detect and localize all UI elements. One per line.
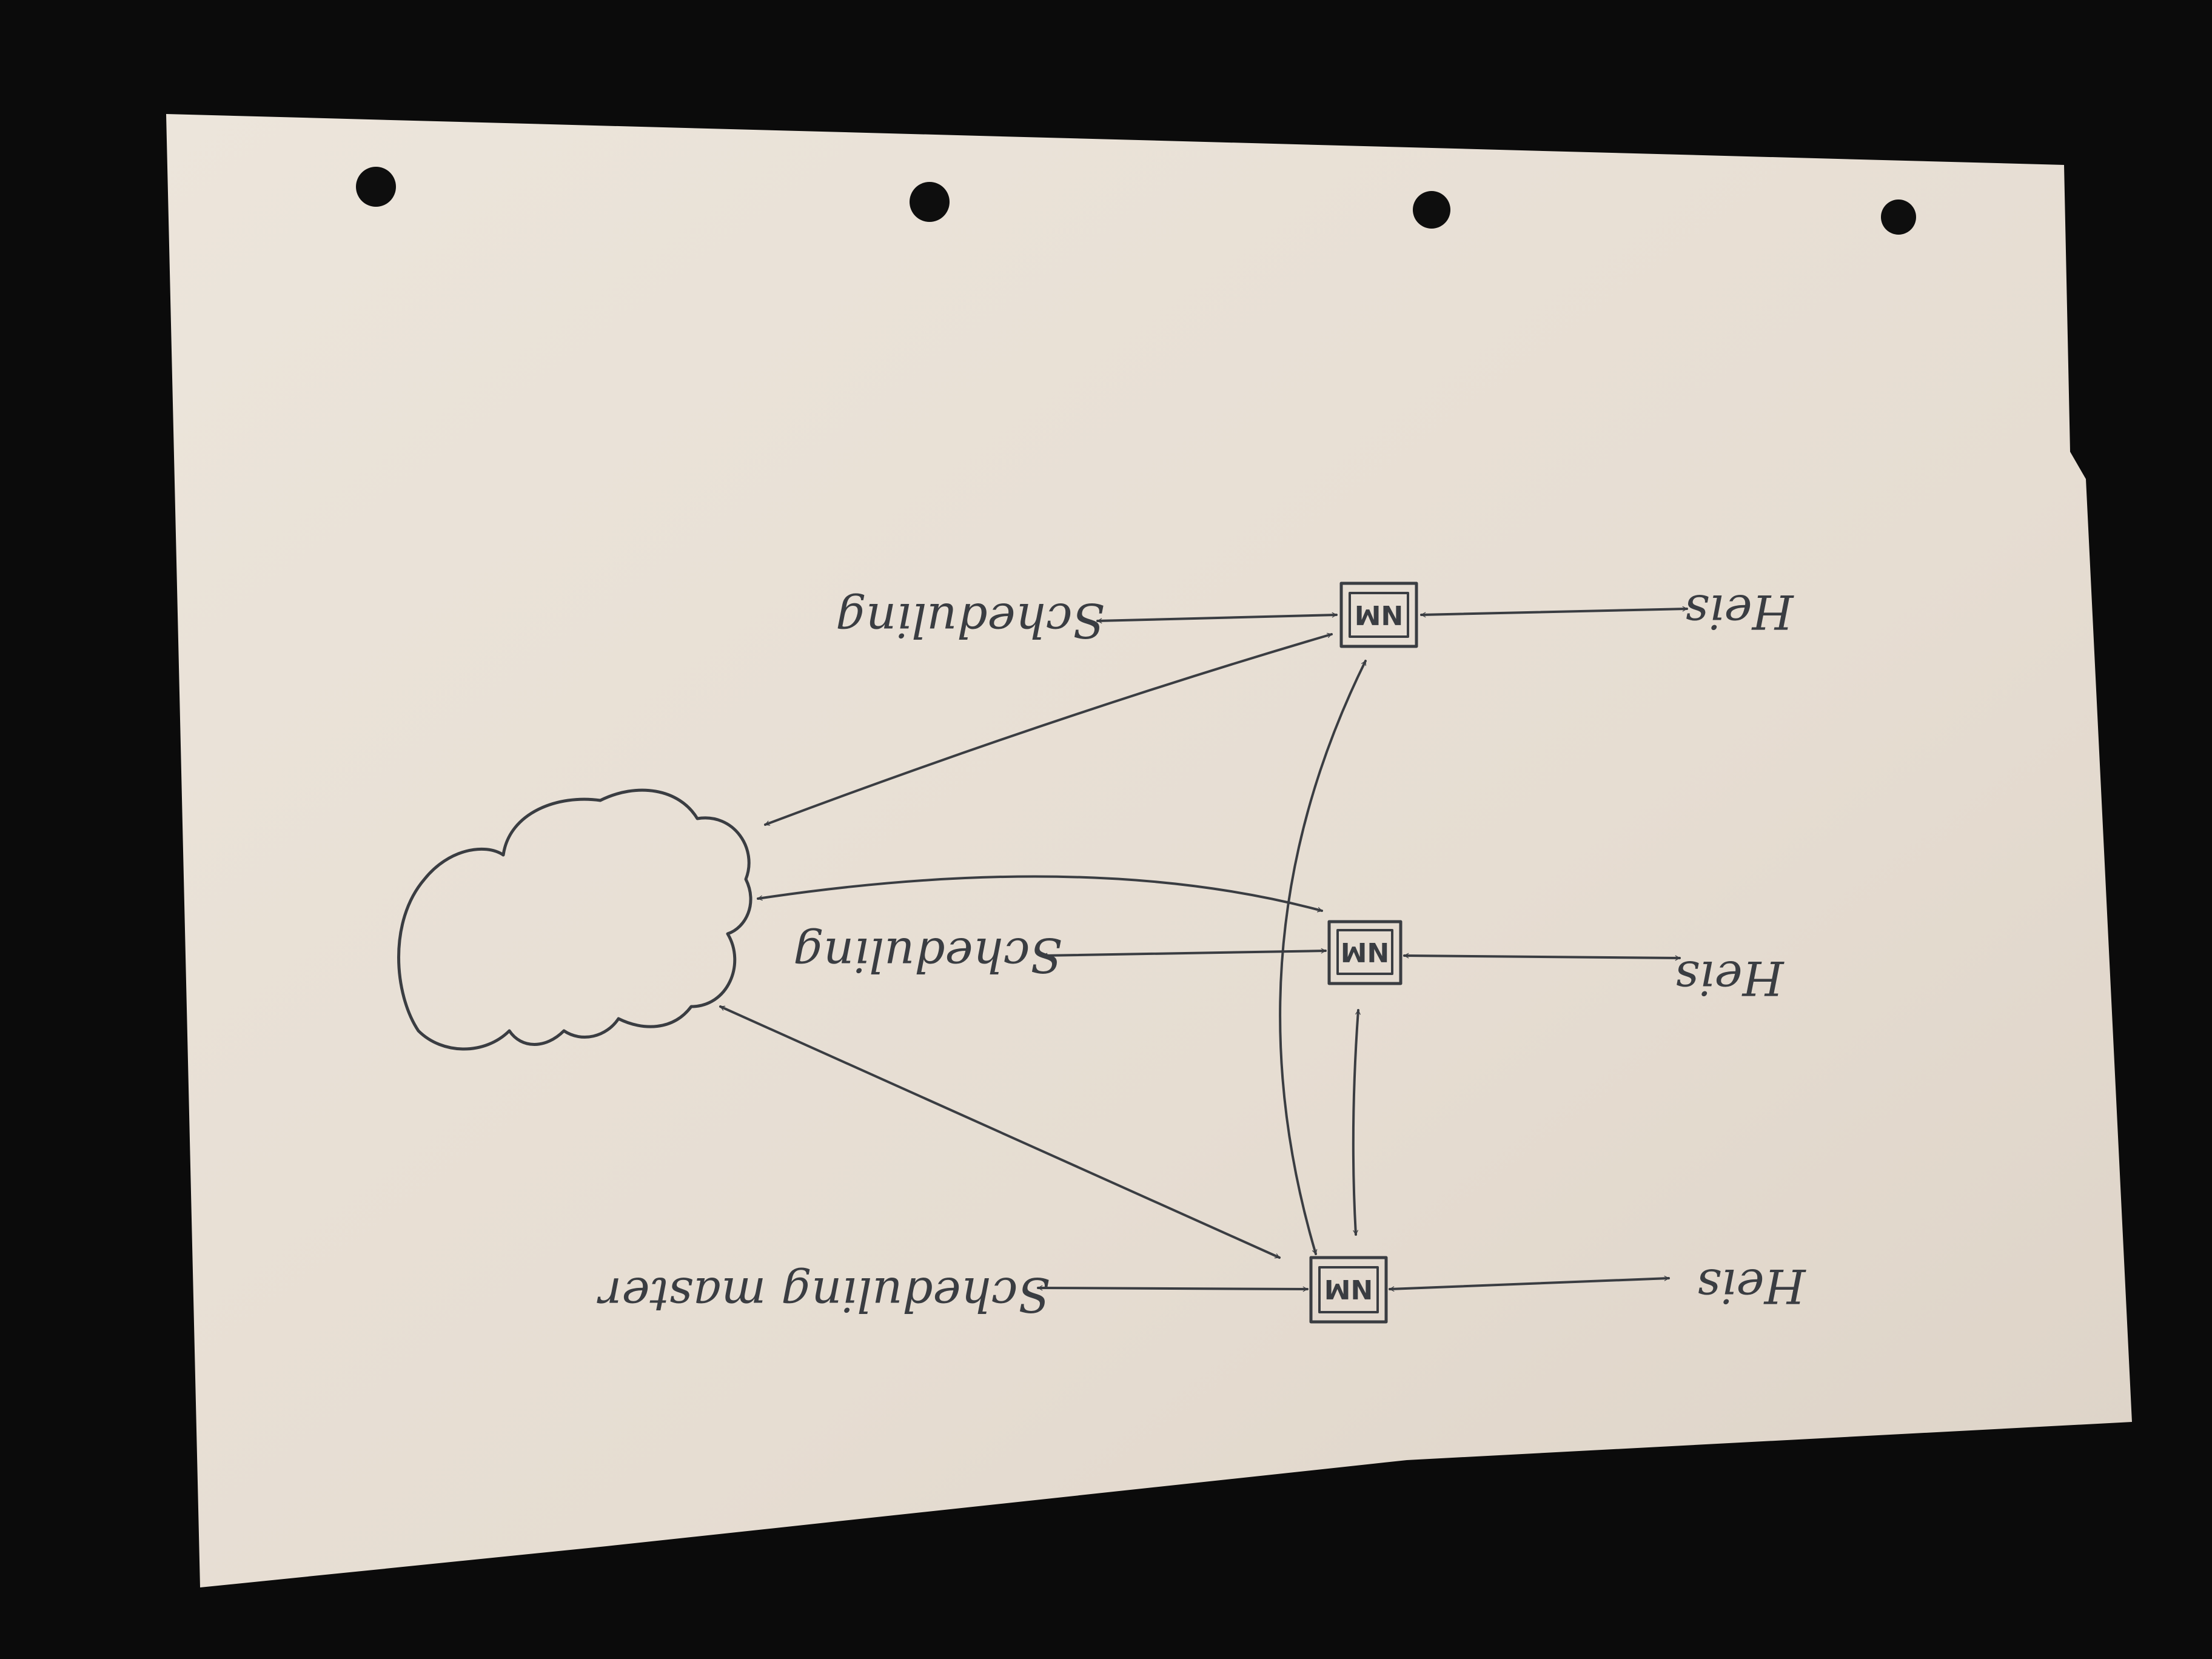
binder-hole [1413, 191, 1450, 229]
edge-nm-heis-mid [1403, 953, 1681, 961]
label-heis-mid: Heis [1675, 950, 1785, 1005]
edge-sched-nm-top [1096, 612, 1338, 624]
edge-cloud-nm-bot [719, 1005, 1281, 1259]
binder-hole [1881, 199, 1916, 235]
nm-box-top-inner [1349, 592, 1409, 638]
label-scheduling-top: Scheduling [836, 592, 1105, 647]
nm-box-top-outer [1339, 581, 1418, 648]
cloud-shape [397, 788, 752, 1051]
edge-sched-nm-bot [1037, 1285, 1309, 1292]
label-heis-bot: Heis [1697, 1258, 1806, 1313]
nm-label-mid: NM [1341, 936, 1390, 967]
label-scheduling-mid: Scheduling [793, 927, 1062, 982]
binder-hole [910, 182, 950, 222]
nm-label-bot: NM [1324, 1273, 1373, 1304]
label-scheduling-master: Scheduling master [596, 1267, 1050, 1321]
edge-cloud-nm-top [764, 632, 1333, 826]
nm-label-top: NM [1355, 599, 1404, 630]
label-heis-top: Heis [1684, 584, 1794, 638]
edge-nm-heis-bot [1389, 1275, 1670, 1292]
nm-box-bot: NM [1309, 1256, 1388, 1324]
edge-sched-nm-mid [1042, 948, 1327, 959]
nm-box-top: NM [1339, 581, 1418, 648]
nm-box-bot-inner [1318, 1266, 1379, 1313]
edge-nm-top-bot [1279, 660, 1367, 1255]
edge-cloud-nm-mid [757, 875, 1323, 913]
paper-sheet [166, 114, 2132, 1587]
edge-nm-heis-top [1420, 606, 1688, 618]
binder-holes [356, 167, 1916, 235]
binder-hole [356, 167, 396, 207]
nm-box-bot-outer [1309, 1256, 1388, 1324]
